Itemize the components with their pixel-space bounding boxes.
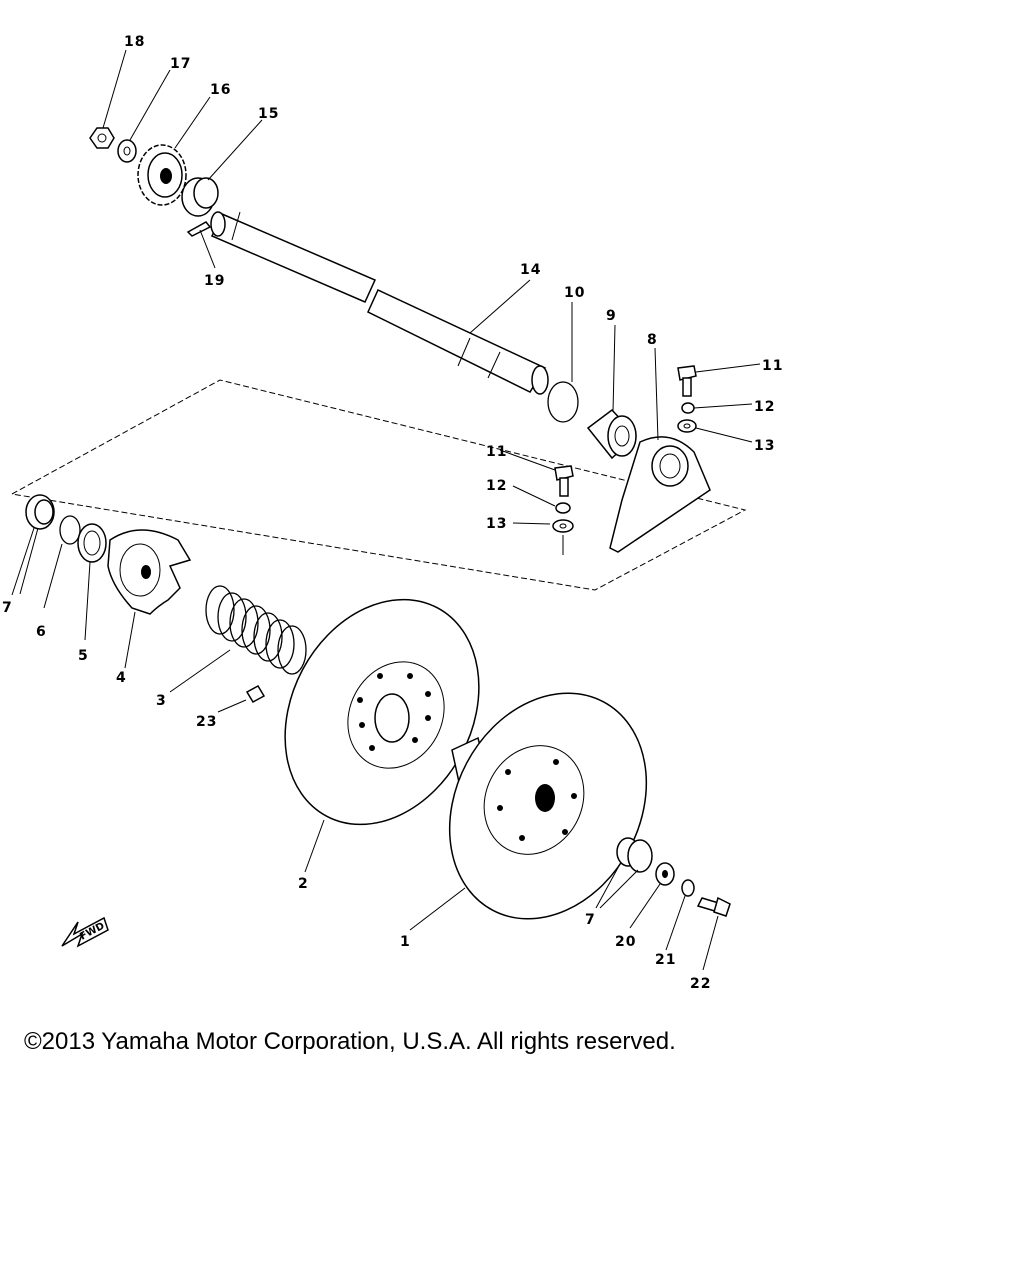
part-8-bracket: [609, 347, 711, 553]
part-11-bolt-left: [499, 449, 574, 497]
part-1-fixed-sheave: [409, 692, 648, 931]
part-20-washer: [629, 862, 675, 929]
part-23-bolt: [217, 684, 266, 713]
fwd-arrow-icon: FWD: [61, 916, 109, 948]
callout-3: 3: [156, 693, 167, 709]
part-7-bearing-right: [595, 837, 653, 909]
callout-22: 22: [690, 976, 711, 992]
callout-19: 19: [204, 273, 225, 289]
part-10-circlip: [547, 302, 579, 423]
part-21-lockwasher: [665, 879, 695, 951]
callout-7-left: 7: [2, 600, 13, 616]
callout-5: 5: [78, 648, 89, 664]
callout-2: 2: [298, 876, 309, 892]
exploded-parts-diagram: FWD 18 17 16 15 19 14 10 9 8 11 12 13 11…: [2, 34, 783, 992]
part-16-sprocket: [137, 96, 211, 206]
callout-4: 4: [116, 670, 127, 686]
callout-13-left: 13: [486, 516, 507, 532]
callout-12-right: 12: [754, 399, 775, 415]
callout-21: 21: [655, 952, 676, 968]
callout-6: 6: [36, 624, 47, 640]
part-11-bolt-right: [677, 363, 761, 397]
part-5-washer: [77, 523, 107, 641]
callout-18: 18: [124, 34, 145, 50]
part-14-shaft: [210, 211, 549, 395]
part-3-spring: [169, 585, 307, 693]
callout-13-right: 13: [754, 438, 775, 454]
copyright-notice: ©2013 Yamaha Motor Corporation, U.S.A. A…: [24, 1028, 676, 1055]
part-15-collar: [181, 119, 263, 217]
part-17-washer: [117, 69, 171, 163]
callout-9: 9: [606, 308, 617, 324]
callout-16: 16: [210, 82, 231, 98]
part-7-bearing-left: [11, 494, 55, 596]
callout-14: 14: [520, 262, 541, 278]
callout-8: 8: [647, 332, 658, 348]
callout-15: 15: [258, 106, 279, 122]
part-12-lockwasher-right: [681, 402, 753, 414]
callout-1: 1: [400, 934, 411, 950]
part-13-washer-left: [512, 519, 574, 555]
part-18-nut: [89, 49, 127, 149]
callout-23: 23: [196, 714, 217, 730]
callout-11-left: 11: [486, 444, 507, 460]
callout-11-right: 11: [762, 358, 783, 374]
part-19-key: [186, 221, 216, 269]
callout-labels: 18 17 16 15 19 14 10 9 8 11 12 13 11 12 …: [2, 34, 783, 992]
part-9-bearing: [586, 324, 638, 460]
part-12-lockwasher-left: [512, 485, 571, 514]
callout-17: 17: [170, 56, 191, 72]
part-22-bolt: [696, 896, 731, 971]
callout-12-left: 12: [486, 478, 507, 494]
callout-20: 20: [615, 934, 636, 950]
part-13-washer-right: [677, 419, 753, 443]
assembly-outline: [10, 379, 747, 591]
callout-10: 10: [564, 285, 585, 301]
part-4-cam-spider: [107, 529, 192, 669]
callout-7-right: 7: [585, 912, 596, 928]
part-6-snap-ring: [43, 515, 81, 609]
